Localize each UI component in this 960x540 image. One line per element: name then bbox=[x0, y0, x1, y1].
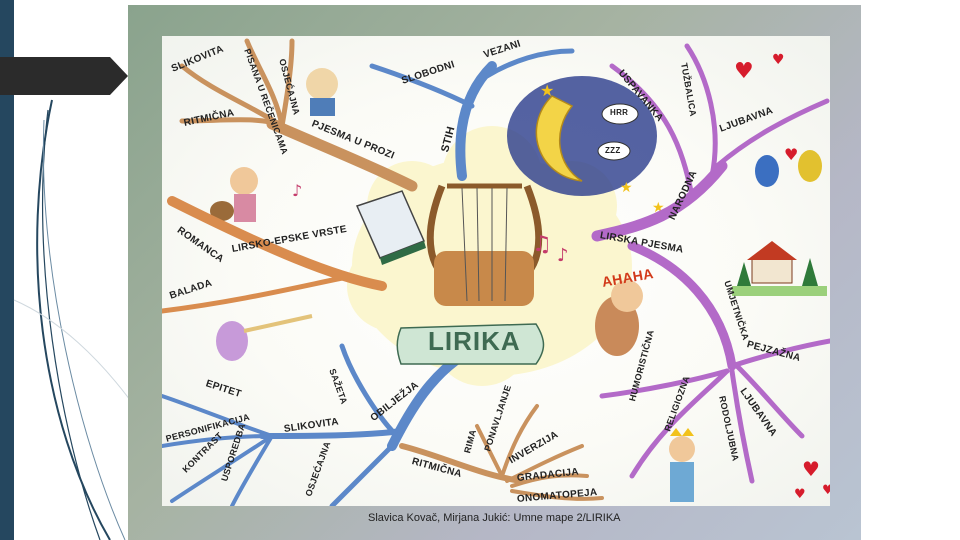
page-title: LIRIKA bbox=[428, 326, 521, 356]
svg-text:★: ★ bbox=[540, 81, 554, 100]
branches bbox=[162, 38, 830, 506]
bird-figure bbox=[216, 314, 313, 361]
book-icon bbox=[355, 190, 426, 265]
left-accent-band bbox=[0, 0, 14, 540]
svg-text:♥: ♥ bbox=[794, 487, 806, 502]
moon-scene: ★ ★ ★ bbox=[507, 76, 665, 216]
svg-text:♥: ♥ bbox=[802, 457, 820, 481]
slide-arrow-tab bbox=[0, 57, 128, 95]
lyre-icon bbox=[426, 183, 543, 306]
mindmap-canvas: ♫ ♪ ♪ ★ ★ ★ ♥ ♥ ♥ ♥ ♥ ♥ bbox=[162, 36, 830, 506]
svg-text:♥: ♥ bbox=[822, 483, 830, 498]
guitar-girl bbox=[210, 167, 258, 222]
mindmap-drawing: ♫ ♪ ♪ ★ ★ ★ ♥ ♥ ♥ ♥ ♥ ♥ bbox=[162, 38, 830, 506]
image-credit: Slavica Kovač, Mirjana Jukić: Umne mape … bbox=[368, 512, 621, 524]
svg-text:♫: ♫ bbox=[532, 232, 552, 257]
svg-text:♪: ♪ bbox=[557, 245, 569, 266]
laughing-figure bbox=[595, 280, 643, 356]
label-zzz: ZZZ bbox=[605, 146, 621, 155]
king-figure bbox=[669, 428, 695, 502]
label-hrr: HRR bbox=[610, 108, 629, 117]
birds-icon bbox=[755, 150, 822, 187]
svg-text:♥: ♥ bbox=[734, 59, 754, 84]
svg-text:★: ★ bbox=[620, 180, 633, 196]
svg-text:♥: ♥ bbox=[772, 52, 785, 68]
decorative-lines bbox=[13, 99, 131, 540]
svg-text:♪: ♪ bbox=[292, 181, 302, 200]
title-banner bbox=[396, 323, 545, 365]
thinking-person bbox=[306, 68, 338, 116]
svg-text:♥: ♥ bbox=[784, 145, 798, 164]
house-scene bbox=[732, 241, 827, 296]
